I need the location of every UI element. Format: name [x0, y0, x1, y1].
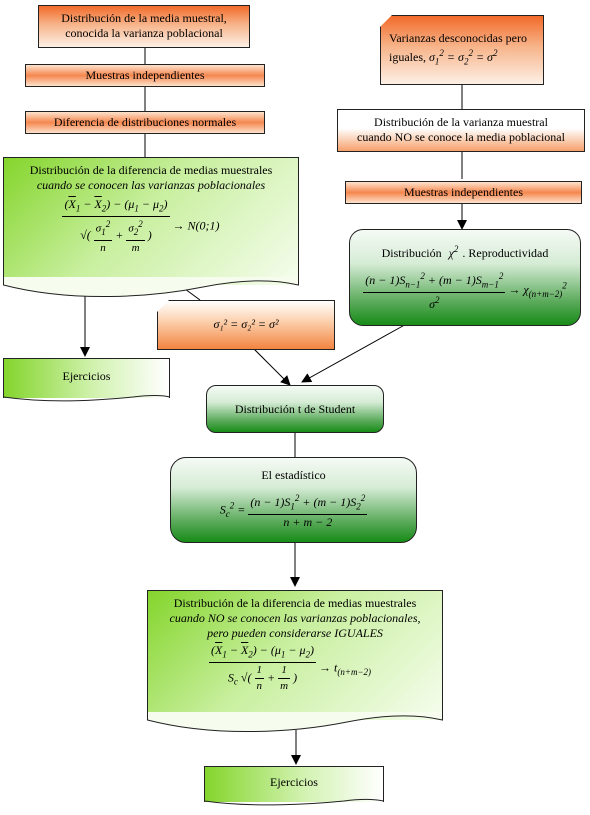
node-dif-medias-iguales-line3: pero pueden considerarse IGUALES — [207, 626, 383, 640]
formula-chi-reproductivity: (n − 1)Sn−12 + (m − 1)Sm−12 σ2 → χ(n+m−2… — [363, 271, 567, 312]
node-varianzas-desconocidas[interactable]: Varianzas desconocidas pero iguales, σ12… — [380, 15, 544, 85]
node-dist-varianza-muestral[interactable]: Distribución de la varianza muestral cua… — [337, 109, 585, 152]
node-dif-medias-iguales-line1: Distribución de la diferencia de medias … — [173, 596, 417, 610]
node-chi-suffix: . Reproductividad — [462, 246, 549, 260]
node-t-student[interactable]: Distribución t de Student — [206, 385, 384, 433]
node-chi-prefix: Distribución — [381, 246, 442, 260]
node-estadistico-label: El estadístico — [261, 468, 326, 482]
node-dif-medias-conocidas-line2: cuando se conocen las varianzas poblacio… — [36, 178, 266, 192]
arrow-chi-to-t-student — [301, 321, 411, 383]
node-sigma-iguales-label: σ₁² = σ₂² = σ² — [213, 317, 279, 331]
wave-bottom-ejercicios-2 — [204, 798, 384, 806]
node-muestras-independientes-2-label: Muestras independientes — [404, 185, 523, 199]
node-dist-varianza-line2: cuando NO se conoce la media poblacional — [357, 130, 565, 144]
node-media-muestral-line2: conocida la varianza poblacional — [65, 26, 223, 40]
node-media-muestral[interactable]: Distribución de la media muestral, conoc… — [38, 5, 250, 48]
chi-symbol: χ2 — [448, 244, 459, 260]
node-ejercicios-1-label: Ejercicios — [62, 369, 111, 383]
node-dif-medias-conocidas[interactable]: Distribución de la diferencia de medias … — [3, 157, 299, 298]
node-sigma-iguales[interactable]: σ₁² = σ₂² = σ² — [157, 300, 335, 350]
formula-normal-result: N(0;1) — [187, 218, 220, 233]
node-t-student-label: Distribución t de Student — [234, 402, 356, 416]
node-varianzas-desconocidas-line1: Varianzas desconocidas pero — [389, 31, 527, 45]
formula-pooled-variance: Sc2 = (n − 1)S12 + (m − 1)S22 n + m − 2 — [219, 493, 368, 530]
arrow-sigma-to-t-student — [249, 344, 291, 386]
node-muestras-independientes-1[interactable]: Muestras independientes — [25, 64, 265, 87]
node-media-muestral-line1: Distribución de la media muestral, — [61, 11, 227, 25]
formula-sigma-equal-top: σ12 = σ22 = σ2 — [429, 48, 498, 67]
node-muestras-independientes-2[interactable]: Muestras independientes — [345, 181, 582, 204]
node-ejercicios-1[interactable]: Ejercicios — [3, 358, 170, 402]
node-dif-medias-iguales-line2: cuando NO se conocen las varianzas pobla… — [169, 611, 421, 625]
node-dist-varianza-line1: Distribución de la varianza muestral — [374, 115, 548, 129]
node-diferencia-normales-label: Diferencia de distribuciones normales — [53, 115, 237, 129]
wave-bottom — [3, 277, 299, 298]
wave-bottom-ejercicios-1 — [3, 394, 170, 402]
node-chi-cuadrado[interactable]: Distribución χ2. Reproductividad (n − 1)… — [349, 229, 581, 326]
node-dif-medias-conocidas-line1: Distribución de la diferencia de medias … — [29, 163, 273, 177]
node-ejercicios-2[interactable]: Ejercicios — [204, 766, 384, 806]
node-dif-medias-iguales[interactable]: Distribución de la diferencia de medias … — [147, 590, 443, 733]
node-diferencia-normales[interactable]: Diferencia de distribuciones normales — [25, 111, 265, 134]
wave-bottom-2 — [147, 712, 443, 733]
node-varianzas-desconocidas-line2: iguales, — [389, 50, 426, 64]
node-ejercicios-2-label: Ejercicios — [270, 775, 318, 789]
node-muestras-independientes-1-label: Muestras independientes — [85, 68, 205, 82]
node-estadistico[interactable]: El estadístico Sc2 = (n − 1)S12 + (m − 1… — [170, 457, 417, 543]
